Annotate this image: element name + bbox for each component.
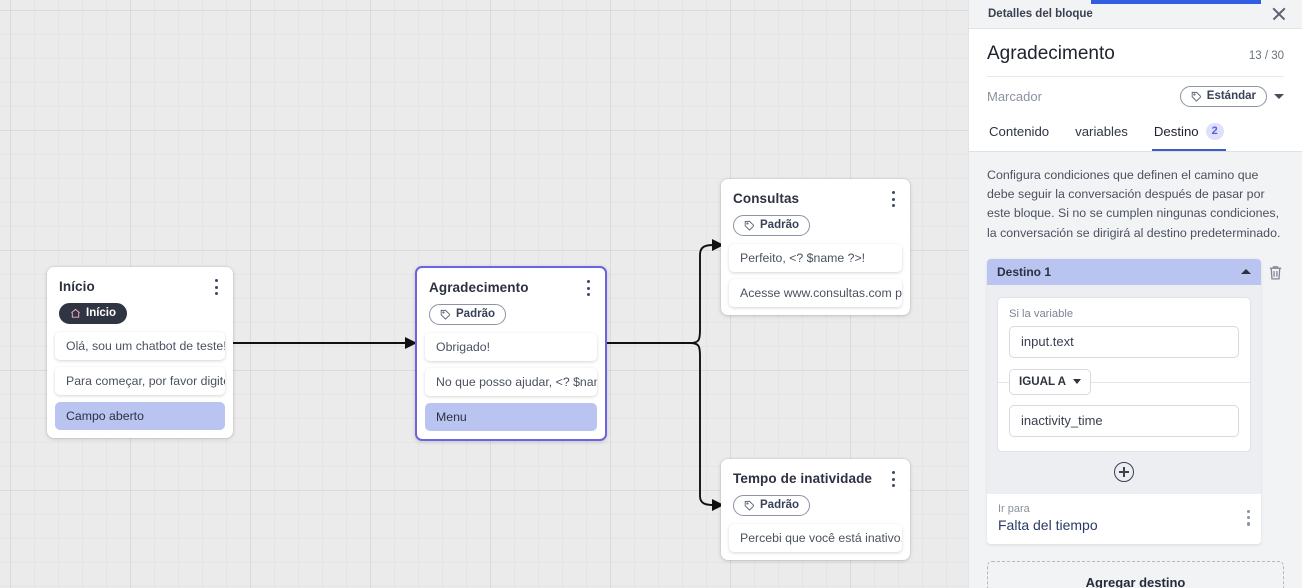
node-badge: Padrão: [733, 495, 810, 516]
chevron-down-icon: [1073, 379, 1082, 385]
node-row[interactable]: Olá, sou um chatbot de teste!: [55, 332, 225, 360]
node-title: Tempo de inatividade: [733, 471, 873, 486]
tag-icon: [744, 220, 754, 231]
operator-label: IGUAL A: [1019, 375, 1067, 389]
flow-node-consultas[interactable]: Consultas Padrão Perfeito, <? $name ?>! …: [721, 179, 910, 315]
char-counter: 13 / 30: [1248, 50, 1284, 62]
tab-label: Contenido: [989, 123, 1050, 139]
marker-badge-label: Estándar: [1206, 89, 1256, 102]
node-badge: Padrão: [733, 215, 810, 236]
marker-label: Marcador: [987, 89, 1042, 104]
comparison-input-value: inactivity_time: [1021, 413, 1103, 429]
node-row[interactable]: No que posso ajudar, <? $name ...: [425, 368, 597, 396]
destination-wrapper: Destino 1 Si la variable input.text IGUA…: [987, 258, 1284, 544]
goto-value: Falta del tiempo: [998, 516, 1098, 533]
node-badge-label: Padrão: [760, 498, 799, 511]
home-icon: [71, 308, 80, 318]
condition-box: Si la variable input.text IGUAL A inacti…: [997, 296, 1251, 452]
page-title: Agradecimento: [987, 43, 1115, 64]
panel-header: Agradecimento 13 / 30 Marcador Estándar: [969, 29, 1302, 119]
goto-text: Ir para Falta del tiempo: [998, 503, 1098, 533]
tag-icon: [1191, 91, 1201, 102]
goto-section[interactable]: Ir para Falta del tiempo: [987, 493, 1261, 544]
flow-node-inatividade[interactable]: Tempo de inatividade Padrão Percebi que …: [721, 459, 910, 560]
node-title: Agradecimento: [429, 280, 529, 295]
add-destination-button[interactable]: Agregar destino: [987, 560, 1284, 588]
destination-header[interactable]: Destino 1: [987, 258, 1261, 285]
node-row[interactable]: Acesse www.consultas.com par...: [729, 279, 902, 307]
node-header: Consultas Padrão: [721, 179, 910, 244]
node-row[interactable]: Menu: [425, 403, 597, 431]
panel-body: Configura condiciones que definen el cam…: [969, 152, 1302, 588]
node-row[interactable]: Obrigado!: [425, 333, 597, 361]
destination-header-label: Destino 1: [997, 264, 1052, 279]
block-details-panel: Detalles del bloque Agradecimento 13 / 3…: [968, 0, 1302, 588]
condition-label: Si la variable: [1009, 307, 1074, 320]
node-menu-button[interactable]: [209, 279, 223, 295]
tab-variables[interactable]: variables: [1073, 119, 1130, 151]
operator-select[interactable]: IGUAL A: [1009, 368, 1092, 395]
tab-label: Destino: [1153, 123, 1199, 139]
add-condition-row: [987, 452, 1261, 494]
flow-canvas[interactable]: Início Início Olá, sou um chatbot de tes…: [0, 0, 968, 588]
trash-icon[interactable]: [1267, 264, 1284, 281]
top-accent-bar: [1091, 0, 1261, 4]
node-header: Início Início: [47, 267, 233, 332]
destination-card: Destino 1 Si la variable input.text IGUA…: [987, 258, 1261, 544]
node-rows: Olá, sou um chatbot de teste! Para começ…: [47, 332, 233, 430]
node-badge-label: Padrão: [456, 307, 495, 320]
marker-control: Estándar: [1179, 86, 1284, 107]
panel-topbar-title: Detalles del bloque: [988, 8, 1093, 20]
node-menu-button[interactable]: [886, 191, 900, 207]
node-badge: Padrão: [429, 304, 506, 325]
flow-node-inicio[interactable]: Início Início Olá, sou um chatbot de tes…: [47, 267, 233, 438]
variable-input[interactable]: input.text: [1009, 325, 1239, 358]
tabs-overflow-menu[interactable]: [1281, 137, 1284, 151]
node-row[interactable]: Perfeito, <? $name ?>!: [729, 244, 902, 272]
node-badge-label: Início: [86, 306, 117, 319]
node-rows: Percebi que você está inativo. C...: [721, 524, 910, 552]
node-title: Início: [59, 279, 95, 294]
node-row[interactable]: Campo aberto: [55, 402, 225, 430]
node-row[interactable]: Percebi que você está inativo. C...: [729, 524, 902, 552]
marker-row: Marcador Estándar: [987, 77, 1284, 119]
goto-menu-button[interactable]: [1246, 509, 1250, 526]
node-badge: Início: [59, 303, 128, 324]
node-header: Agradecimento Padrão: [417, 268, 605, 333]
plus-circle-icon[interactable]: [1114, 461, 1134, 482]
destination-description: Configura condiciones que definen el cam…: [987, 167, 1281, 240]
marker-badge[interactable]: Estándar: [1179, 86, 1267, 107]
node-rows: Obrigado! No que posso ajudar, <? $name …: [417, 333, 605, 431]
chevron-down-icon[interactable]: [1274, 94, 1284, 99]
tab-label: variables: [1075, 123, 1128, 139]
node-menu-button[interactable]: [886, 471, 900, 487]
variable-input-value: input.text: [1021, 334, 1074, 350]
node-menu-button[interactable]: [581, 280, 595, 296]
tag-icon: [744, 500, 754, 511]
close-icon[interactable]: [1270, 5, 1288, 23]
comparison-input[interactable]: inactivity_time: [1009, 404, 1239, 437]
tab-contenido[interactable]: Contenido: [987, 119, 1051, 151]
flow-node-agradecimento[interactable]: Agradecimento Padrão Obrigado! No que po…: [415, 266, 607, 441]
chevron-up-icon[interactable]: [1241, 269, 1251, 275]
tab-badge-count: 2: [1205, 123, 1224, 140]
node-row[interactable]: Para começar, por favor digite o ...: [55, 367, 225, 395]
tabs-list: Contenido variables Destino 2: [987, 119, 1226, 151]
node-badge-label: Padrão: [760, 218, 799, 231]
panel-title-row: Agradecimento 13 / 30: [987, 29, 1284, 77]
node-header: Tempo de inatividade Padrão: [721, 459, 910, 524]
panel-topbar: Detalles del bloque: [969, 0, 1302, 29]
node-rows: Perfeito, <? $name ?>! Acesse www.consul…: [721, 244, 910, 307]
operator-row: IGUAL A: [998, 368, 1250, 395]
tag-icon: [440, 309, 450, 320]
panel-tabs: Contenido variables Destino 2: [969, 119, 1302, 152]
tab-destino[interactable]: Destino 2: [1151, 119, 1226, 151]
node-title: Consultas: [733, 191, 800, 206]
goto-label: Ir para: [998, 502, 1030, 515]
